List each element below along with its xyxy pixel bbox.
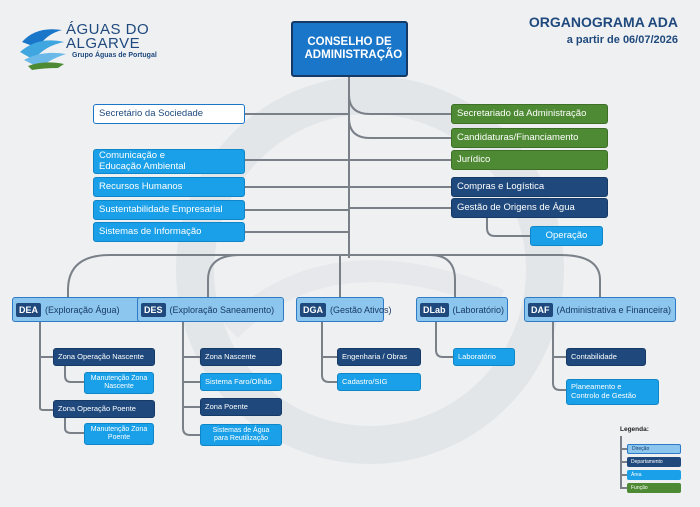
right-unit-3-label: Compras e Logística xyxy=(457,180,545,192)
directorate-dlab[interactable]: DLab (Laboratório) xyxy=(416,297,508,322)
des-unit-1-label: Sistema Faro/Olhão xyxy=(205,376,272,386)
left-unit-0[interactable]: Secretário da Sociedade xyxy=(93,104,245,124)
left-unit-2-label: Recursos Humanos xyxy=(99,180,183,192)
dea-unit-2-label: Zona Operação Poente xyxy=(58,403,136,413)
dea-unit-1-label: Manutenção Zona Nascente xyxy=(90,374,148,390)
dga-unit-0-label: Engenharia / Obras xyxy=(342,351,408,361)
directorate-code: DGA xyxy=(300,302,326,317)
directorate-dga[interactable]: DGA (Gestão Ativos) xyxy=(296,297,392,322)
legend-item-departamento: Departamento xyxy=(627,457,681,467)
left-unit-0-label: Secretário da Sociedade xyxy=(99,107,204,119)
des-unit-3[interactable]: Sistemas de Água para Reutilização xyxy=(200,424,282,446)
des-unit-3-label: Sistemas de Água para Reutilização xyxy=(212,426,270,442)
des-unit-2-label: Zona Poente xyxy=(205,401,248,411)
des-unit-1[interactable]: Sistema Faro/Olhão xyxy=(200,373,282,391)
dea-unit-0[interactable]: Zona Operação Nascente xyxy=(53,348,155,366)
right-unit-0-label: Secretariado da Administração xyxy=(457,107,587,119)
right-unit-1-label: Candidaturas/Financiamento xyxy=(457,131,579,143)
right-unit-4[interactable]: Gestão de Origens de Água xyxy=(451,198,608,218)
legend-item-label: Área xyxy=(631,472,642,478)
directorate-code: DLab xyxy=(420,302,449,317)
left-unit-1-label: Comunicação e Educação Ambiental xyxy=(99,149,186,172)
dga-unit-1-label: Cadastro/SIG xyxy=(342,376,388,386)
dea-unit-0-label: Zona Operação Nascente xyxy=(58,351,144,361)
dga-unit-0[interactable]: Engenharia / Obras xyxy=(337,348,421,366)
dea-unit-3[interactable]: Manutenção Zona Poente xyxy=(84,423,154,445)
legend-item-direcao: Direção xyxy=(627,444,681,454)
logo-name-line2: ALGARVE xyxy=(66,35,141,52)
dlab-unit-0-label: Laboratório xyxy=(458,351,496,361)
left-unit-2[interactable]: Recursos Humanos xyxy=(93,177,245,197)
daf-unit-1-label: Planeamento e Controlo de Gestão xyxy=(571,382,637,400)
page-title: ORGANOGRAMA ADA xyxy=(528,14,678,30)
legend-item-funcao: Função xyxy=(627,483,681,493)
legend-title: Legenda: xyxy=(620,426,649,433)
right-unit-5[interactable]: Operação xyxy=(530,226,603,246)
right-unit-2[interactable]: Jurídico xyxy=(451,150,608,170)
daf-unit-1[interactable]: Planeamento e Controlo de Gestão xyxy=(566,379,659,405)
right-unit-0[interactable]: Secretariado da Administração xyxy=(451,104,608,124)
legend-item-label: Departamento xyxy=(631,459,663,465)
daf-unit-0-label: Contabilidade xyxy=(571,351,617,361)
left-unit-1[interactable]: Comunicação e Educação Ambiental xyxy=(93,149,245,174)
page-subtitle: a partir de 06/07/2026 xyxy=(566,34,678,46)
board-label: CONSELHO DE ADMINISTRAÇÃO xyxy=(304,35,403,61)
board-of-directors-box[interactable]: CONSELHO DE ADMINISTRAÇÃO xyxy=(291,21,408,77)
dea-unit-1[interactable]: Manutenção Zona Nascente xyxy=(84,372,154,394)
right-unit-2-label: Jurídico xyxy=(457,153,491,165)
left-unit-4-label: Sistemas de Informação xyxy=(99,225,202,237)
left-unit-3[interactable]: Sustentabilidade Empresarial xyxy=(93,200,245,220)
right-unit-5-label: Operação xyxy=(545,229,588,241)
legend-item-area: Área xyxy=(627,470,681,480)
directorate-name: (Exploração Água) xyxy=(45,304,120,315)
aguas-do-algarve-logo-icon xyxy=(20,29,66,70)
directorate-daf[interactable]: DAF (Administrativa e Financeira) xyxy=(524,297,676,322)
dlab-unit-0[interactable]: Laboratório xyxy=(453,348,515,366)
right-unit-3[interactable]: Compras e Logística xyxy=(451,177,608,197)
des-unit-0-label: Zona Nascente xyxy=(205,351,256,361)
directorate-code: DES xyxy=(141,302,166,317)
legend-item-label: Direção xyxy=(632,446,650,452)
right-unit-1[interactable]: Candidaturas/Financiamento xyxy=(451,128,608,148)
right-unit-4-label: Gestão de Origens de Água xyxy=(457,201,575,213)
des-unit-2[interactable]: Zona Poente xyxy=(200,398,282,416)
directorate-name: (Administrativa e Financeira) xyxy=(556,304,672,315)
directorate-code: DEA xyxy=(16,302,42,317)
logo-tagline: Grupo Águas de Portugal xyxy=(72,52,157,59)
daf-unit-0[interactable]: Contabilidade xyxy=(566,348,646,366)
dea-unit-2[interactable]: Zona Operação Poente xyxy=(53,400,155,418)
directorate-name: (Laboratório) xyxy=(452,304,505,315)
left-unit-4[interactable]: Sistemas de Informação xyxy=(93,222,245,242)
left-unit-3-label: Sustentabilidade Empresarial xyxy=(99,203,223,215)
directorate-name: (Exploração Saneamento) xyxy=(169,304,275,315)
legend-item-label: Função xyxy=(631,485,648,491)
logo-name-line1: ÁGUAS DO xyxy=(66,21,150,38)
directorate-name: (Gestão Ativos) xyxy=(330,304,392,315)
directorate-code: DAF xyxy=(528,302,553,317)
directorate-des[interactable]: DES (Exploração Saneamento) xyxy=(137,297,284,322)
directorate-dea[interactable]: DEA (Exploração Água) xyxy=(12,297,146,322)
dea-unit-3-label: Manutenção Zona Poente xyxy=(90,425,148,441)
des-unit-0[interactable]: Zona Nascente xyxy=(200,348,282,366)
dga-unit-1[interactable]: Cadastro/SIG xyxy=(337,373,421,391)
